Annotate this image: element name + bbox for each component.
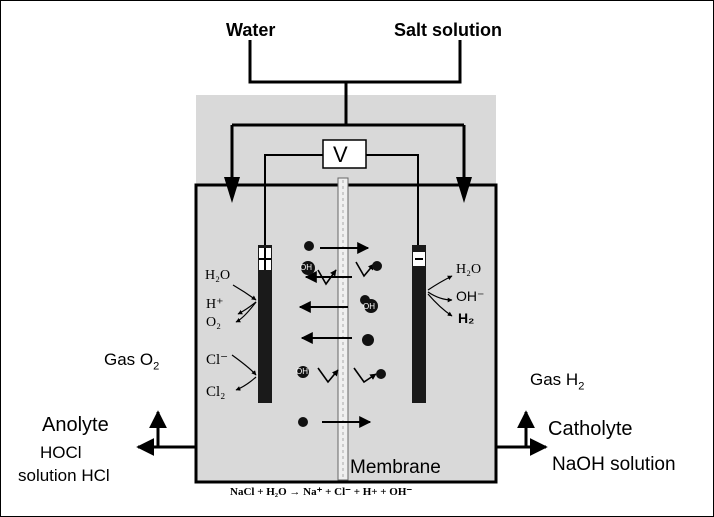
anolyte-label: Anolyte (42, 414, 109, 436)
ion-bent-arrows (317, 261, 377, 384)
voltmeter-box (322, 139, 367, 169)
ion-migration-arrows (298, 242, 372, 428)
catholyte-naoh-label: NaOH solution (552, 454, 676, 475)
oxygen-gas-output-label: Gas O2 (104, 350, 160, 373)
cathode-water-label: H₂O (456, 262, 482, 277)
h-plus-label: H⁺ (206, 297, 224, 312)
voltage-label: V (333, 142, 348, 167)
ion-oh-2: OH (363, 302, 375, 311)
water-inlet-label: Water (226, 20, 276, 40)
ion-oh-1: OH (300, 263, 312, 272)
membrane-label: Membrane (350, 457, 441, 478)
anode-electrode (258, 245, 272, 403)
anode-reaction-arrows (231, 284, 257, 391)
voltage-wiring (264, 154, 419, 245)
outlet-pipes (136, 410, 548, 456)
ion-oh-3: OH (296, 367, 308, 376)
cathode-reaction-arrows (427, 275, 453, 317)
inlet-arrow-right (456, 177, 472, 203)
supply-pipes (230, 40, 466, 185)
hydrogen-label: H₂ (458, 310, 475, 326)
anode-water-label: H₂O (205, 268, 231, 283)
oxygen-label: O₂ (206, 315, 221, 330)
anolyte-hcl-label: solution HCl (18, 466, 110, 485)
salt-solution-inlet-label: Salt solution (394, 20, 502, 40)
inlet-arrow-left (224, 177, 240, 203)
cathode-electrode (412, 245, 426, 403)
anode-sign (259, 248, 271, 270)
chlorine-label: Cl₂ (206, 384, 226, 400)
hydroxide-label: OH⁻ (456, 288, 485, 304)
reaction-equation: NaCl + H₂O → Na⁺ + Cl⁻ + H+ + OH⁻ (230, 486, 413, 498)
ion-particles (297, 241, 386, 427)
anolyte-hocl-label: HOCl (40, 443, 82, 462)
hydrogen-gas-output-label: Gas H2 (530, 370, 585, 393)
catholyte-label: Catholyte (548, 418, 633, 440)
cathode-sign (413, 252, 425, 266)
chloride-label: Cl⁻ (206, 352, 229, 368)
membrane (337, 177, 349, 481)
